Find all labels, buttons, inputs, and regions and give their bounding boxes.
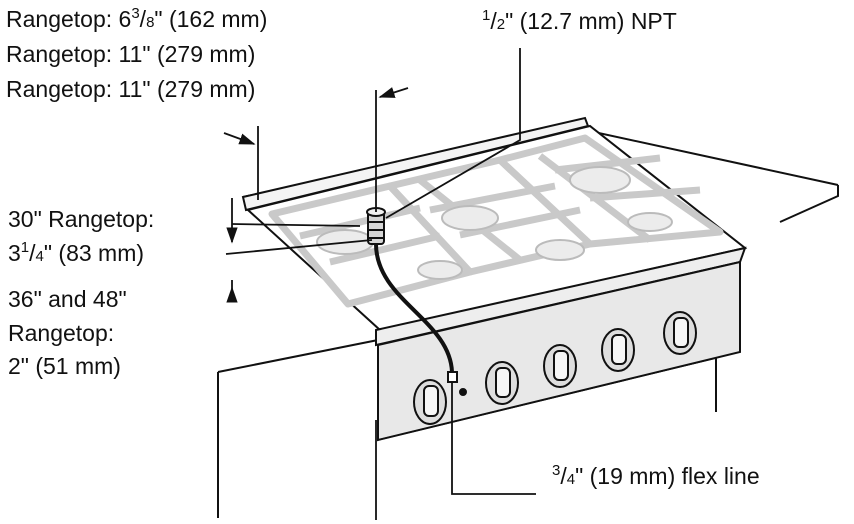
rangetop-36-48-label-line3: 2" (51 mm)	[8, 353, 121, 379]
npt-fitting	[366, 207, 386, 245]
knob-2	[485, 361, 519, 405]
rangetop-30-label-line2: 31/4" (83 mm)	[8, 239, 145, 266]
rangetop-36-48-label-line2: Rangetop:	[8, 320, 115, 346]
npt-label: 1/2" (12.7 mm) NPT	[482, 7, 677, 34]
rear-depth-label-3: Rangetop: 11" (279 mm)	[6, 76, 256, 102]
dimension-lines	[223, 48, 536, 520]
burner-grates	[268, 134, 724, 308]
rangetop-36-48-label-line1: 36" and 48"	[8, 286, 127, 312]
knob-1	[413, 379, 447, 425]
rear-depth-label-2: Rangetop: 11" (279 mm)	[6, 41, 256, 67]
knob-3	[543, 344, 577, 388]
knob-4	[601, 328, 635, 372]
cooktop-surface	[245, 124, 748, 332]
flex-line	[374, 243, 454, 373]
flex-line-connector	[447, 371, 458, 383]
rangetop-30-label-line1: 30" Rangetop:	[8, 206, 155, 232]
control-knobs	[413, 311, 697, 425]
igniter-switch	[459, 388, 467, 396]
knob-5	[663, 311, 697, 355]
rear-depth-label-1: Rangetop: 63/8" (162 mm)	[6, 5, 268, 32]
burner-caps	[316, 166, 673, 280]
flex-line-label: 3/4" (19 mm) flex line	[552, 462, 760, 489]
